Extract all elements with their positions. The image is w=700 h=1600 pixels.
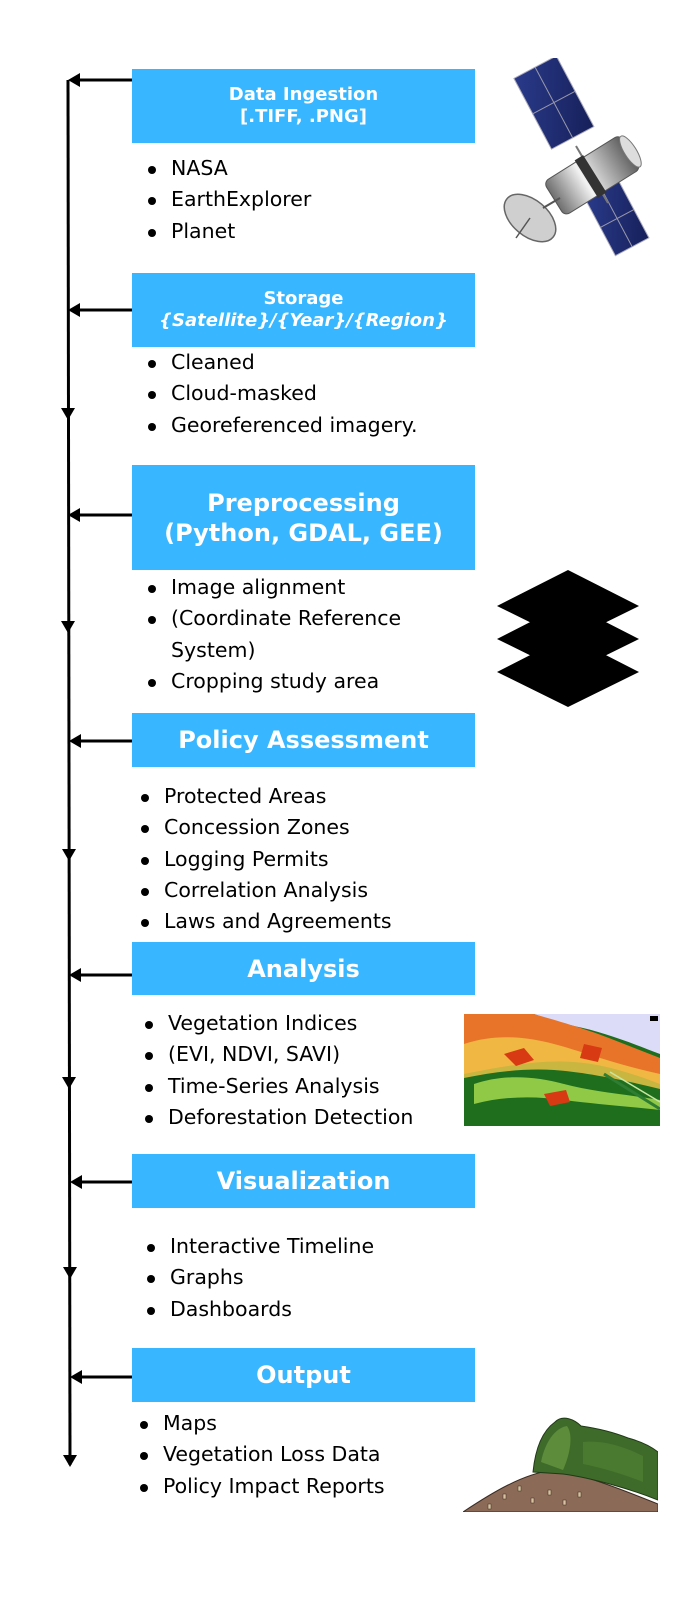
step-title: Preprocessing [207,488,400,517]
list-item: Planet [144,216,311,247]
list-item: Vegetation Loss Data [136,1439,385,1470]
step-subtitle: (Python, GDAL, GEE) [164,518,443,547]
list-item: Graphs [143,1262,374,1293]
list-item: Logging Permits [137,844,392,875]
list-item: Georeferenced imagery. [144,410,417,441]
left-arrow-step-1 [68,73,132,87]
bullet-list-policy-assessment: Protected Areas Concession Zones Logging… [137,781,392,937]
satellite-image [503,58,650,257]
step-subtitle: {Satellite}/{Year}/{Region} [159,310,448,331]
step-subtitle: [.TIFF, .PNG] [240,106,367,127]
bullet-list-storage: Cleaned Cloud-masked Georeferenced image… [144,347,417,441]
step-title: Storage [263,287,344,309]
left-arrow-step-3 [68,508,132,522]
down-arrow-icon [63,1455,77,1467]
left-arrow-step-7 [70,1370,132,1384]
bullet-list-preprocessing: Image alignment (Coordinate Reference Sy… [144,572,401,697]
step-box-output: Output [132,1348,475,1402]
list-item: Laws and Agreements [137,906,392,937]
list-item-continuation: System) [171,637,256,662]
list-item: Policy Impact Reports [136,1471,385,1502]
left-arrow-step-2 [68,303,132,317]
down-arrow-icon [62,849,76,861]
bullet-list-data-ingestion: NASA EarthExplorer Planet [144,153,311,247]
down-arrow-icon [63,1267,77,1279]
list-item: NASA [144,153,311,184]
step-box-storage: Storage {Satellite}/{Year}/{Region} [132,273,475,347]
deforested-hillside-image [463,1417,658,1512]
down-arrow-icon [61,408,75,420]
step-box-policy-assessment: Policy Assessment [132,713,475,767]
vertical-trunk-line [66,79,72,1466]
list-item: Cropping study area [144,666,401,697]
list-item: Vegetation Indices [141,1008,413,1039]
step-box-preprocessing: Preprocessing (Python, GDAL, GEE) [132,465,475,570]
step-title: Output [256,1361,351,1389]
list-item: Protected Areas [137,781,392,812]
list-item: Concession Zones [137,812,392,843]
bullet-list-visualization: Interactive Timeline Graphs Dashboards [143,1231,374,1325]
list-item: Dashboards [143,1294,374,1325]
list-item: Deforestation Detection [141,1102,413,1133]
down-arrow-icon [62,1077,76,1089]
list-item: Maps [136,1408,385,1439]
step-title: Policy Assessment [178,726,429,754]
list-item: (EVI, NDVI, SAVI) [141,1039,413,1070]
step-title: Data Ingestion [228,83,379,105]
left-arrow-step-5 [69,968,132,982]
list-item: Image alignment [144,572,401,603]
step-title: Visualization [216,1167,391,1195]
list-item: Correlation Analysis [137,875,392,906]
list-item: EarthExplorer [144,184,311,215]
list-item: Cleaned [144,347,417,378]
left-arrow-step-4 [69,734,132,748]
bullet-list-analysis: Vegetation Indices (EVI, NDVI, SAVI) Tim… [141,1008,413,1133]
list-item: Cloud-masked [144,378,417,409]
step-box-visualization: Visualization [132,1154,475,1208]
step-box-analysis: Analysis [132,942,475,995]
bullet-list-output: Maps Vegetation Loss Data Policy Impact … [136,1408,385,1502]
vegetation-index-map-image [464,1014,660,1126]
list-item: Time-Series Analysis [141,1071,413,1102]
step-title: Analysis [247,954,360,983]
step-box-data-ingestion: Data Ingestion [.TIFF, .PNG] [132,69,475,143]
list-item: Interactive Timeline [143,1231,374,1262]
list-item: (Coordinate Reference [144,603,401,634]
down-arrow-icon [61,621,75,633]
layers-icon [497,570,639,707]
left-arrow-step-6 [70,1175,132,1189]
